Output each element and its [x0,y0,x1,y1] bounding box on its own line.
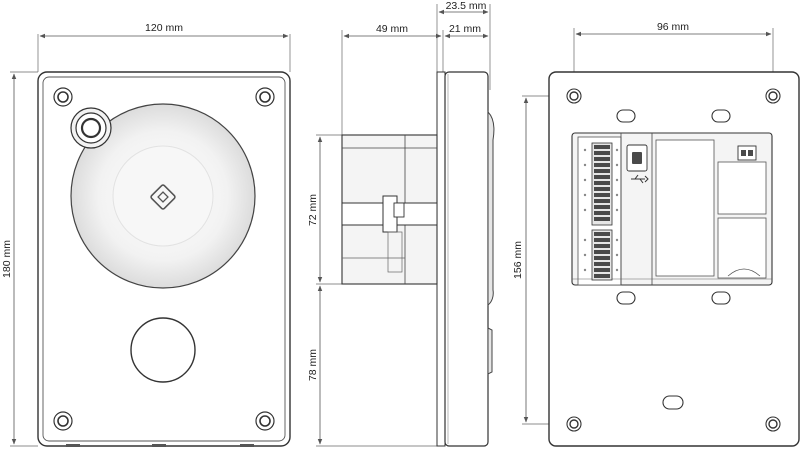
back-hole-top-right [765,88,781,104]
side-module-line-4 [387,231,403,273]
back-slot-top-left [616,109,636,123]
back-slot-mid-left [616,291,636,305]
back-view: 96 mm 156 mm [512,21,800,447]
side-front-panel [444,71,489,447]
side-button-bulge [487,327,493,375]
back-board-arc [727,268,761,277]
front-screw-bottom-right [255,411,275,431]
front-view: 120 mm 180 mm [1,22,291,447]
terminal-pin-dots [583,148,619,272]
front-screw-top-left [53,87,73,107]
speaker-center [112,145,214,247]
side-module-label: 49 mm [376,23,408,35]
terminal-block-lower [591,229,613,281]
small-connector-pin-2 [748,150,753,156]
back-hole-top-left [566,88,582,104]
side-module-height-label: 72 mm [307,194,319,226]
front-screw-top-right [255,87,275,107]
call-button [130,317,196,383]
camera-lens [70,107,112,149]
side-module-latch-tab [393,202,405,218]
back-hole-bottom-right [765,416,781,432]
side-overall-label: 23.5 mm [446,0,487,12]
back-width-label: 96 mm [657,21,689,33]
back-board-center [655,139,715,277]
back-board-right-upper [717,161,767,215]
side-view: 23.5 mm 49 mm 21 mm 72 mm 78 mm [307,0,495,447]
small-connector [737,145,757,161]
side-speaker-bulge [487,110,495,307]
usb-port-socket [632,152,642,164]
side-lower-height-label: 78 mm [307,349,319,381]
front-bottom-tab-3 [240,444,254,447]
side-back-plate [436,71,446,447]
back-hole-bottom-left [566,416,582,432]
side-panel-label: 21 mm [449,23,481,35]
front-bottom-tab-1 [66,444,80,447]
usb-icon [631,174,649,184]
back-board-right-lower [717,217,767,279]
back-slot-bottom [662,395,684,410]
back-slot-top-right [711,109,731,123]
front-bottom-tab-2 [152,444,166,447]
back-height-label: 156 mm [512,241,524,279]
small-connector-pin-1 [741,150,746,156]
brand-logo-icon [150,184,176,210]
front-height-label: 180 mm [1,240,13,278]
front-width-label: 120 mm [145,22,183,34]
back-slot-mid-right [711,291,731,305]
front-screw-bottom-left [53,411,73,431]
terminal-block-upper [591,142,613,226]
